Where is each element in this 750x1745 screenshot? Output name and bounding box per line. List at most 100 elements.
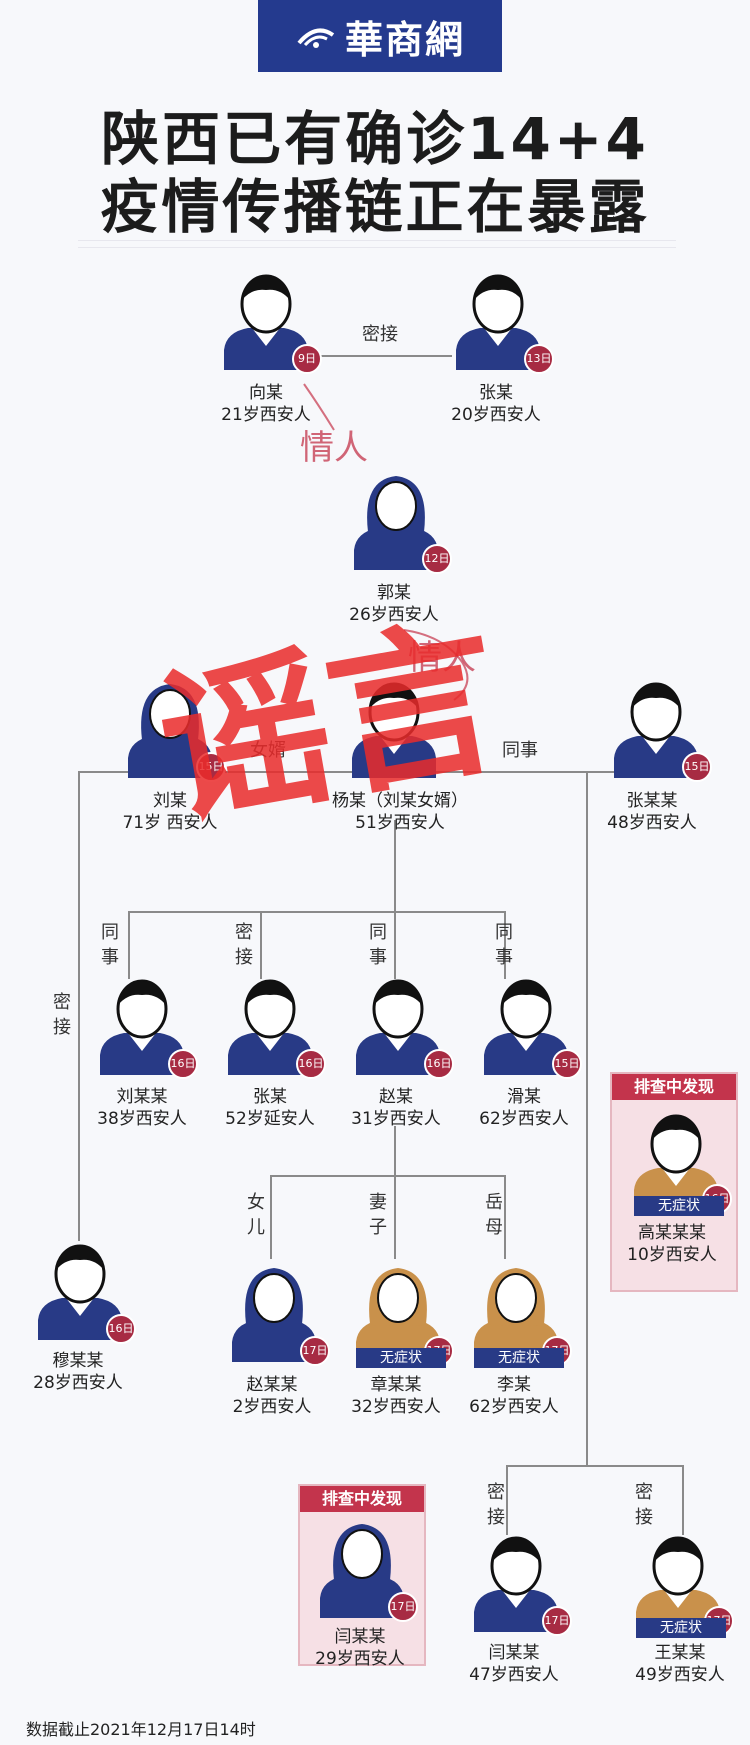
person-name: 杨某（刘某女婿）	[332, 791, 468, 811]
person-female-asymptomatic: 17日 无症状	[464, 1262, 572, 1368]
handwritten-note: 情人	[408, 638, 476, 678]
male-avatar-icon	[352, 682, 436, 778]
brand-name: 華商網	[344, 16, 465, 62]
person-desc: 20岁西安人	[451, 405, 541, 425]
divider	[78, 240, 676, 241]
person-desc: 2岁西安人	[232, 1397, 312, 1417]
day-badge: 17日	[542, 1606, 572, 1636]
female-avatar-icon	[320, 1524, 404, 1618]
person-name: 穆某某	[52, 1351, 104, 1371]
person-desc: 62岁西安人	[479, 1109, 569, 1129]
person-desc: 28岁西安人	[33, 1373, 123, 1393]
person-name: 滑某	[507, 1087, 541, 1107]
data-cutoff-note: 数据截止2021年12月17日14时	[26, 1720, 256, 1739]
person-desc: 21岁西安人	[221, 405, 311, 425]
person-desc: 62岁西安人	[469, 1397, 559, 1417]
person-desc: 47岁西安人	[469, 1665, 559, 1685]
female-avatar-icon	[128, 684, 212, 778]
person-desc: 31岁西安人	[351, 1109, 441, 1129]
person-female: 12日	[344, 470, 452, 574]
found-in-screening-label: 排查中发现	[612, 1074, 736, 1100]
person-male: 16日	[90, 975, 198, 1079]
male-avatar-icon	[474, 1536, 558, 1632]
day-badge: 16日	[296, 1049, 326, 1079]
person-female-asymptomatic: 17日 无症状	[346, 1262, 454, 1368]
relation-label: 密接	[635, 1482, 653, 1528]
day-badge: 16日	[106, 1314, 136, 1344]
male-avatar-icon	[38, 1244, 122, 1340]
person-desc: 29岁西安人	[315, 1649, 405, 1669]
male-avatar-icon	[100, 979, 184, 1075]
person-male: 15日	[604, 678, 712, 782]
day-badge: 15日	[552, 1049, 582, 1079]
asymptomatic-tag: 无症状	[634, 1196, 724, 1216]
person-male: 16日	[346, 975, 454, 1079]
person-name: 张某	[479, 383, 513, 403]
asymptomatic-tag: 无症状	[636, 1618, 726, 1638]
male-avatar-icon	[228, 979, 312, 1075]
person-name: 闫某某	[334, 1627, 386, 1647]
day-badge: 17日	[300, 1336, 330, 1366]
person-male-asymptomatic: 17日 无症状	[626, 1532, 734, 1638]
person-desc: 26岁西安人	[349, 605, 439, 625]
day-badge: 15日	[682, 752, 712, 782]
relation-label: 妻子	[369, 1192, 387, 1238]
relation-label: 女婿	[250, 740, 286, 761]
person-name: 郭某	[377, 583, 411, 603]
relation-label: 密接	[487, 1482, 505, 1528]
brand-logo-icon	[297, 28, 335, 48]
relation-label: 同事	[369, 922, 387, 968]
day-badge: 17日	[388, 1592, 418, 1622]
annotation-stroke	[303, 383, 335, 431]
female-avatar-icon	[354, 476, 438, 570]
person-name: 王某某	[654, 1643, 706, 1663]
relation-label: 密接	[235, 922, 253, 968]
day-badge: 15日	[196, 752, 226, 782]
person-name: 李某	[497, 1375, 531, 1395]
person-desc: 32岁西安人	[351, 1397, 441, 1417]
annotation-stroke	[403, 629, 469, 701]
day-badge: 16日	[168, 1049, 198, 1079]
person-male	[342, 678, 446, 778]
relation-label: 同事	[101, 922, 119, 968]
day-badge: 13日	[524, 344, 554, 374]
female-avatar-icon	[232, 1268, 316, 1362]
relation-label: 同事	[502, 740, 538, 761]
person-desc: 49岁西安人	[635, 1665, 725, 1685]
person-name: 闫某某	[488, 1643, 540, 1663]
person-name: 向某	[249, 383, 283, 403]
relation-label: 同事	[495, 922, 513, 968]
male-avatar-icon	[224, 274, 308, 370]
person-name: 张某某	[626, 791, 678, 811]
person-female: 15日	[118, 678, 226, 782]
day-badge: 16日	[424, 1049, 454, 1079]
relation-label: 密接	[53, 992, 71, 1038]
person-female: 17日	[222, 1262, 330, 1366]
person-desc: 52岁延安人	[225, 1109, 315, 1129]
person-male: 16日	[28, 1240, 136, 1344]
person-male: 15日	[474, 975, 582, 1079]
person-name: 张某	[253, 1087, 287, 1107]
brand-banner: 華商網	[258, 0, 502, 72]
found-in-screening-label: 排查中发现	[300, 1486, 424, 1512]
male-avatar-icon	[456, 274, 540, 370]
person-name: 高某某某	[638, 1223, 706, 1243]
relation-label: 密接	[362, 324, 398, 345]
person-male: 16日	[218, 975, 326, 1079]
asymptomatic-tag: 无症状	[356, 1348, 446, 1368]
person-name: 赵某某	[246, 1375, 298, 1395]
person-male: 9日	[214, 270, 322, 374]
person-desc: 38岁西安人	[97, 1109, 187, 1129]
relation-label: 女儿	[247, 1192, 265, 1238]
male-avatar-icon	[484, 979, 568, 1075]
male-avatar-icon	[356, 979, 440, 1075]
person-name: 章某某	[370, 1375, 422, 1395]
relation-label: 岳母	[485, 1192, 503, 1238]
person-desc: 71岁 西安人	[122, 813, 218, 833]
person-name: 刘某某	[116, 1087, 168, 1107]
person-name: 刘某	[153, 791, 187, 811]
day-badge: 9日	[292, 344, 322, 374]
person-male: 17日	[464, 1532, 572, 1636]
title-line-2: 疫情传播链正在暴露	[100, 173, 650, 241]
person-desc: 10岁西安人	[627, 1245, 717, 1265]
